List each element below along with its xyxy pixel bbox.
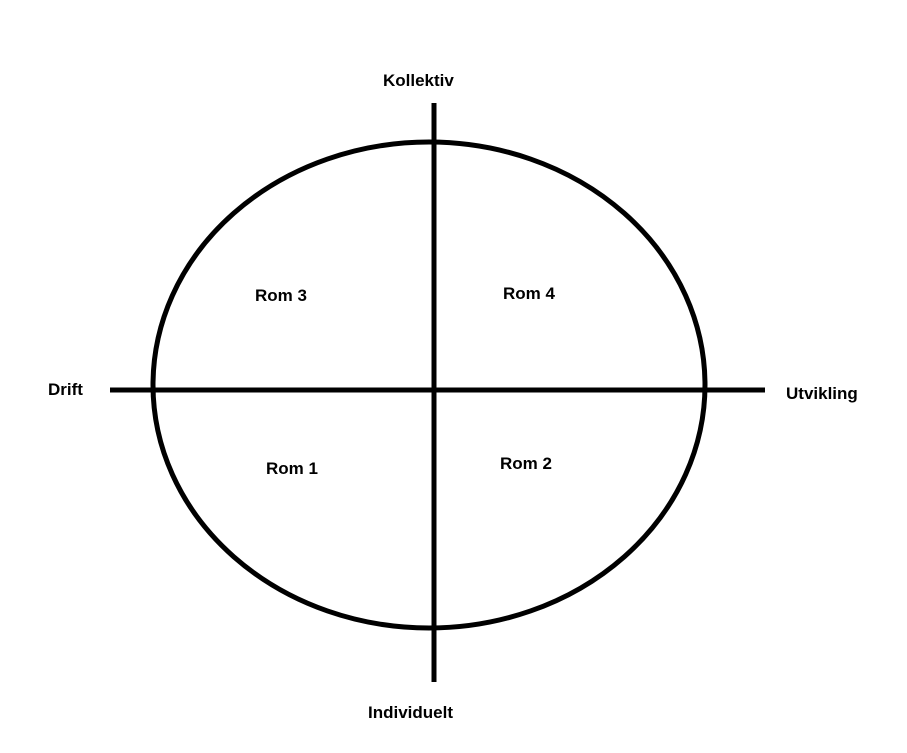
quadrant-label-rom-3: Rom 3 [255,286,307,305]
quadrant-label-rom-4: Rom 4 [503,284,555,303]
axis-label-left: Drift [48,380,83,399]
circle [150,139,708,631]
quadrant-label-rom-1: Rom 1 [266,459,318,478]
axis-label-bottom: Individuelt [368,703,453,722]
quadrant-label-rom-2: Rom 2 [500,454,552,473]
axis-label-top: Kollektiv [383,71,454,90]
axis-label-right: Utvikling [786,384,858,403]
